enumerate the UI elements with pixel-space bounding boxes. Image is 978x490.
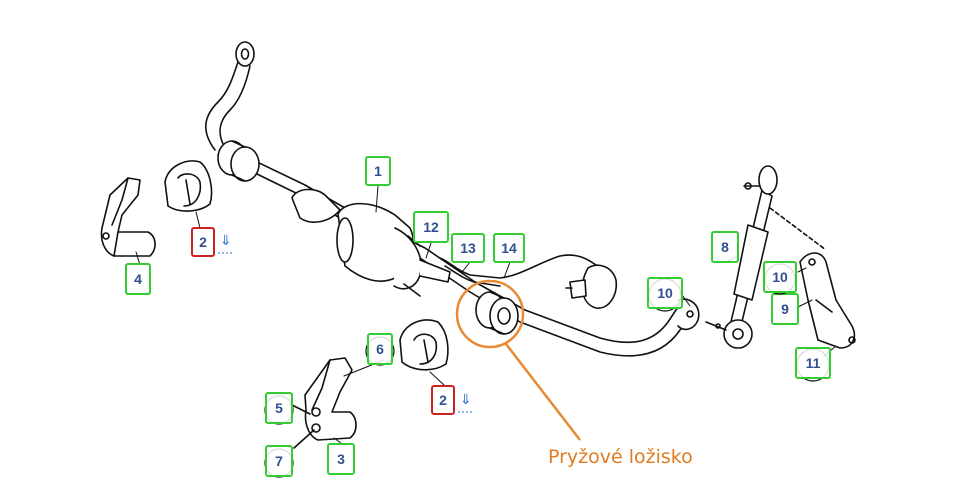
callout-number: 2 [439, 392, 447, 408]
callout-c11: 11 [795, 347, 831, 382]
wiring-harness [439, 254, 618, 309]
callout-box [647, 277, 683, 309]
callout-box [413, 211, 449, 243]
connecting-rod [705, 165, 778, 349]
callout-number: 13 [460, 240, 476, 256]
stabilizer-bar-main [217, 147, 700, 357]
callout-c14: 14 [493, 233, 525, 263]
callout-box [771, 293, 799, 325]
callout-number: 10 [772, 269, 788, 285]
callout-box [367, 333, 393, 365]
down-arrow-icon: ⇓ [460, 392, 472, 408]
bearing-highlight [455, 279, 581, 441]
callout-c12: 12 [413, 211, 449, 243]
callout-c10b: 10 [763, 261, 797, 295]
callout-box [711, 231, 739, 263]
callout-box [795, 347, 831, 379]
bar-bushing-left [217, 140, 260, 182]
callout-number: 4 [134, 271, 142, 287]
callout-number: 14 [501, 240, 517, 256]
callout-c6: 6 [365, 333, 395, 366]
callout-number: 10 [657, 285, 673, 301]
rubber-bearing-center [475, 291, 519, 335]
callout-box [265, 445, 293, 477]
callout-number: 1 [374, 163, 382, 179]
callout-c13: 13 [451, 233, 485, 263]
callout-box [493, 233, 525, 263]
callout-number: 2 [199, 234, 207, 250]
actuator-motor [291, 188, 451, 297]
down-arrow-icon: ⇓ [220, 233, 232, 249]
callout-c3: 3 [327, 443, 355, 475]
callout-box [265, 392, 293, 424]
callout-number: 8 [721, 239, 729, 255]
callout-number: 3 [337, 451, 345, 467]
callout-box [327, 443, 355, 475]
callout-box [125, 263, 151, 295]
callout-box [191, 227, 215, 257]
callout-c2b: 2⇓ [431, 385, 472, 415]
highlight-pointer [505, 343, 581, 441]
callout-box [431, 385, 455, 415]
callout-c5: 5 [264, 392, 294, 425]
callout-c4: 4 [125, 263, 151, 295]
bearing-annotation: Pryžové ložisko [548, 446, 693, 468]
callout-c2a: 2⇓ [191, 227, 232, 257]
stabilizer-bar-upper-arm [205, 41, 255, 151]
callout-number: 7 [275, 453, 283, 469]
bushing-half-shell-lower [399, 319, 449, 371]
callout-box [451, 233, 485, 263]
callout-c9: 9 [771, 293, 799, 325]
callout-box [365, 156, 391, 186]
callout-number: 11 [806, 355, 821, 371]
callout-number: 9 [781, 301, 789, 317]
highlight-circle [455, 279, 525, 349]
callout-c1: 1 [365, 156, 391, 186]
bracket-left-upper [100, 177, 156, 257]
callout-box [763, 261, 797, 293]
callout-c8: 8 [711, 231, 739, 263]
callout-c10a: 10 [647, 277, 683, 312]
callout-number: 6 [376, 341, 384, 357]
callout-number: 5 [275, 400, 283, 416]
callout-number: 12 [423, 219, 439, 235]
holder-bracket [769, 207, 856, 349]
bushing-half-shell-upper [164, 160, 213, 212]
bracket-lower [289, 357, 357, 449]
callout-c7: 7 [264, 445, 294, 478]
